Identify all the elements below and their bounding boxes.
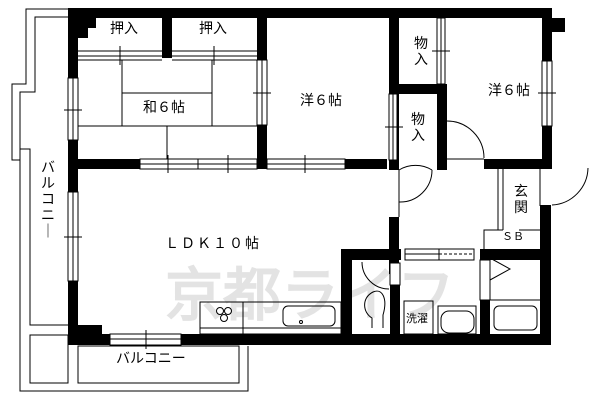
- room-label-oshiire-2: 押入: [199, 21, 227, 37]
- room-label-balcony-bottom: バルコニー: [116, 351, 186, 367]
- room-label-balcony-side: バルコニ｜: [41, 160, 55, 240]
- door-arcs: [361, 120, 589, 290]
- toilet: [364, 262, 401, 328]
- room-label-laundry: 洗濯: [406, 312, 428, 325]
- windows: [64, 17, 556, 349]
- room-label-genkan: 玄関: [514, 184, 528, 216]
- balcony-side-outline: [11, 8, 249, 392]
- walls: [68, 8, 565, 345]
- room-label-ldk: ＬＤＫ１０帖: [165, 236, 261, 252]
- kitchen-counter: [199, 301, 342, 335]
- room-label-shoe-box: ＳＢ: [502, 230, 524, 243]
- room-label-yoshitsu-right: 洋６帖: [488, 83, 530, 99]
- washroom: [403, 257, 540, 335]
- room-label-oshiire-1: 押入: [110, 21, 138, 37]
- room-label-yoshitsu-center: 洋６帖: [300, 93, 342, 109]
- genkan: [483, 169, 541, 249]
- oshiire-fusuma: [78, 46, 257, 65]
- tatami-lines: [78, 60, 257, 159]
- room-label-washitsu: 和６帖: [143, 100, 185, 116]
- watermark: 京都ライフ: [165, 261, 455, 329]
- room-label-monoire-bottom: 物入: [411, 112, 425, 144]
- room-label-monoire-top: 物入: [414, 36, 428, 68]
